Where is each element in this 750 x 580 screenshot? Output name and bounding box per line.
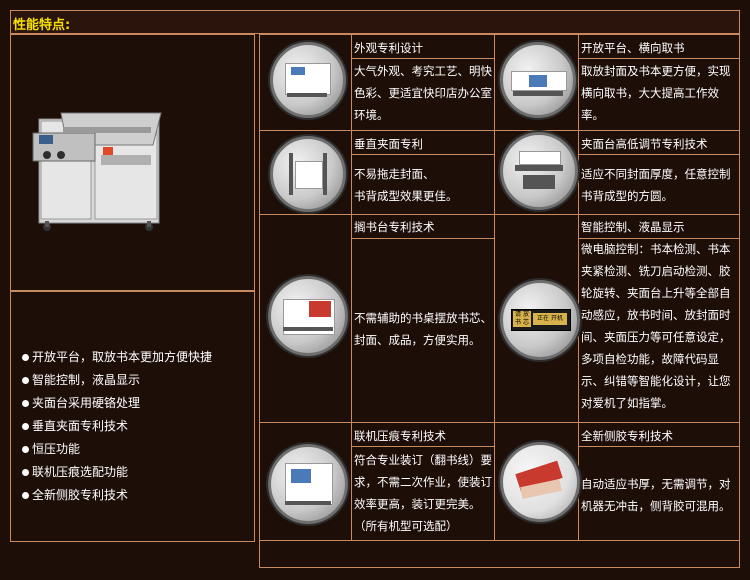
title-underline bbox=[352, 154, 494, 155]
cell-description: 符合专业装订（翻书线）要求，不需二次作业，使装订效率更高，装订更完美。 （所有机… bbox=[354, 453, 492, 533]
bullet-icon bbox=[22, 446, 29, 453]
features-panel bbox=[10, 291, 255, 542]
cell-description: 不需辅助的书桌摆放书芯、封面、成品，方便实用。 bbox=[354, 311, 492, 347]
title-underline bbox=[352, 446, 494, 447]
creasing-unit-icon bbox=[268, 444, 348, 524]
cell-description: 取放封面及书本更方便，实现横向取书，大大提高工作效率。 bbox=[581, 64, 731, 122]
title-underline bbox=[352, 58, 494, 59]
cell-title: 开放平台、横向取书 bbox=[581, 41, 685, 55]
feature-item: 联机压痕选配功能 bbox=[22, 464, 128, 480]
binding-machine-image bbox=[32, 112, 162, 231]
bullet-icon bbox=[22, 492, 29, 499]
machine-exterior-icon bbox=[270, 42, 346, 118]
feature-item: 夹面台采用硬铬处理 bbox=[22, 395, 140, 411]
bullet-icon bbox=[22, 423, 29, 430]
bullet-icon bbox=[22, 469, 29, 476]
side-glue-icon bbox=[500, 442, 580, 522]
lcd-display-icon: 请 放书 芯 正在 开机 bbox=[500, 280, 580, 360]
open-platform-icon bbox=[500, 42, 576, 118]
vertical-clamp-icon bbox=[270, 136, 346, 212]
cell-description: 自动适应书厚，无需调节，对机器无冲击，侧背胶可混用。 bbox=[581, 477, 731, 513]
cell-description: 微电脑控制：书本检测、书本夹紧检测、铣刀启动检测、胶轮旋转、夹面台上升等全部自动… bbox=[581, 242, 731, 410]
cell-title: 外观专利设计 bbox=[354, 41, 423, 55]
cell-description: 适应不同封面厚度，任意控制书背成型的方圆。 bbox=[581, 167, 731, 203]
feature-item: 全新侧胶专利技术 bbox=[22, 487, 128, 503]
cell-title: 夹面台高低调节专利技术 bbox=[581, 137, 708, 151]
title-underline bbox=[579, 58, 739, 59]
lcd-screen-left: 请 放书 芯 bbox=[513, 311, 531, 327]
section-title: 性能特点: bbox=[13, 18, 71, 33]
row-divider bbox=[259, 214, 739, 215]
column-divider bbox=[351, 34, 352, 540]
section-header: 性能特点: bbox=[10, 10, 740, 34]
clamp-adjust-icon bbox=[500, 132, 578, 210]
title-underline bbox=[579, 446, 739, 447]
cell-title: 垂直夹面专利 bbox=[354, 137, 423, 151]
machine-photo-panel bbox=[10, 34, 255, 291]
cell-title: 智能控制、液晶显示 bbox=[581, 220, 685, 234]
feature-item: 垂直夹面专利技术 bbox=[22, 418, 128, 434]
lcd-screen-right: 正在 开机 bbox=[533, 313, 567, 325]
bullet-icon bbox=[22, 400, 29, 407]
feature-item: 开放平台，取放书本更加方便快捷 bbox=[22, 349, 212, 365]
cell-description: 不易拖走封面、 书背成型效果更佳。 bbox=[354, 167, 458, 203]
column-divider bbox=[494, 34, 495, 540]
title-underline bbox=[579, 154, 739, 155]
bullet-icon bbox=[22, 377, 29, 384]
row-divider bbox=[259, 540, 739, 541]
row-divider bbox=[259, 130, 739, 131]
cell-description: 大气外观、考究工艺、明快色彩、更适宜快印店办公室环境。 bbox=[354, 64, 492, 122]
bullet-icon bbox=[22, 354, 29, 361]
cell-title: 搁书台专利技术 bbox=[354, 220, 435, 234]
cell-title: 全新侧胶专利技术 bbox=[581, 429, 673, 443]
feature-item: 恒压功能 bbox=[22, 441, 80, 457]
cell-title: 联机压痕专利技术 bbox=[354, 429, 446, 443]
title-underline bbox=[352, 238, 494, 239]
row-divider bbox=[259, 422, 739, 423]
feature-item: 智能控制，液晶显示 bbox=[22, 372, 140, 388]
title-underline bbox=[579, 238, 739, 239]
column-divider bbox=[578, 34, 579, 540]
book-rest-icon bbox=[268, 276, 348, 356]
